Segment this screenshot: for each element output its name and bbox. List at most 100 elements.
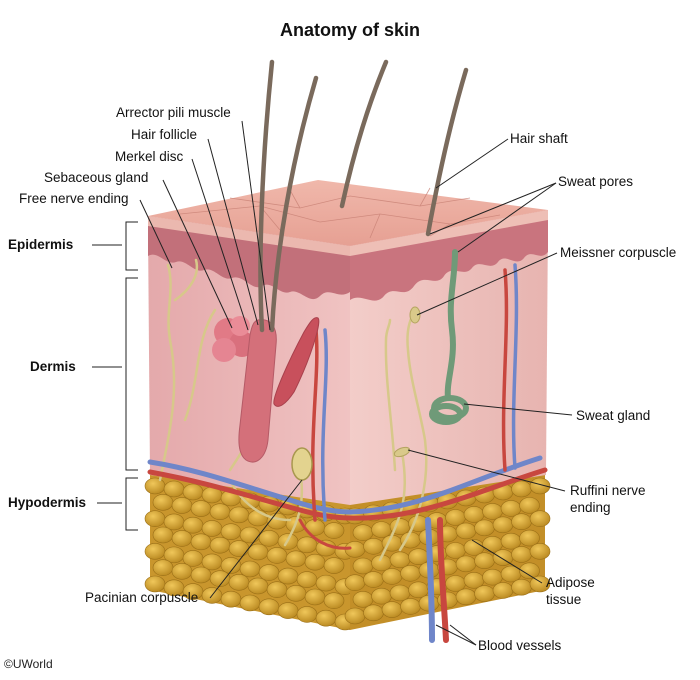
label-blood-vessels: Blood vessels [478,638,562,653]
label-adipose-tissue: tissue [546,592,582,607]
fat-lobule [511,546,532,563]
label-pacinian-corpuscle: Pacinian corpuscle [85,590,199,605]
fat-lobule [323,557,345,574]
label-hair-shaft: Hair shaft [510,131,568,146]
fat-lobule [529,575,551,593]
adipose-layer-side [344,470,551,630]
fat-lobule [400,564,421,582]
fat-lobule [445,509,466,526]
fat-lobule [304,588,326,606]
fat-lobule [144,510,166,527]
fat-lobule [171,563,193,580]
label-hair-follicle: Hair follicle [131,127,198,142]
label-ruffini-nerve: Ruffini nerve [570,483,646,498]
fat-lobule [277,567,299,585]
hair-follicle [238,319,277,463]
fat-lobule [389,551,411,569]
fat-lobule [296,571,318,588]
fat-lobule [277,602,299,619]
fat-lobule [258,564,280,581]
label-sweat-gland: Sweat gland [576,408,651,423]
fat-lobule [228,540,250,557]
fat-lobule [381,568,403,585]
fat-lobule [190,566,212,584]
fat-lobule [315,609,337,627]
fat-lobule [304,553,326,571]
fat-lobule [144,543,166,560]
fat-lobule [220,590,242,608]
label-meissner-corpuscle: Meissner corpuscle [560,245,677,260]
sweat-gland-coil [429,249,469,425]
epidermis-side-band [350,210,548,301]
fat-lobule [474,552,495,570]
fat-lobule [209,570,231,587]
fat-lobule [266,581,288,598]
blood-vessels-network [147,263,548,643]
fat-lobule [266,547,288,564]
label-hypodermis: Hypodermis [8,495,87,510]
fat-lobule [323,522,345,539]
fat-lobule [144,477,166,495]
fat-lobule [152,526,174,544]
fat-lobule [529,543,551,560]
fat-lobule [519,529,540,547]
fat-lobule [363,571,384,588]
fat-lobule [344,607,366,625]
fat-lobule [455,522,477,540]
epidermis-front-band [148,216,350,300]
fat-lobule [363,604,384,622]
label-free-nerve-ending: Free nerve ending [19,191,129,206]
fat-lobule [228,574,250,591]
leader-lines [92,120,573,646]
skin-surface [148,180,548,246]
fat-lobule [163,480,185,498]
fat-lobule [455,588,477,606]
fat-lobule [247,543,269,561]
fat-lobule [228,506,250,524]
fat-lobule [511,480,532,498]
copyright-credit: ©UWorld [4,657,53,671]
fat-lobule [344,574,366,591]
label-sweat-pores: Sweat pores [558,174,634,189]
fat-lobule [519,497,540,514]
fat-lobule [352,557,374,575]
label-arrector-pili: Arrector pili muscle [116,105,231,120]
fat-lobule [285,585,307,602]
fat-lobule [209,536,231,554]
fat-lobule [474,585,495,602]
fat-lobule [152,494,174,511]
fat-lobule [352,591,374,608]
fat-lobule [371,587,392,605]
meissner-corpuscle [409,306,421,324]
fat-lobule [201,520,223,537]
layer-brackets [125,221,138,531]
fat-lobule [474,519,495,537]
label-merkel-disc: Merkel disc [115,149,184,164]
fat-lobule [529,510,551,527]
arrector-pili-muscle [273,317,320,407]
fat-lobule [315,574,337,592]
fat-lobule [239,526,261,544]
fat-lobule [371,521,392,538]
fat-lobule [182,483,204,501]
fat-lobule [171,497,193,514]
ruffini-ending [393,446,411,458]
fat-lobule [381,601,403,618]
fat-lobule [492,582,514,599]
fat-lobule [511,513,532,531]
fat-lobule [239,594,261,612]
fat-lobule [323,592,345,609]
label-epidermis: Epidermis [8,237,74,252]
fat-lobule [455,555,477,573]
fat-lobule [239,560,261,578]
fat-lobule [529,477,551,495]
fat-lobule [258,598,280,616]
label-dermis: Dermis [30,359,76,374]
fat-lobule [408,548,429,566]
hair-shafts [258,59,469,333]
fat-lobule [492,516,514,534]
fat-lobule [152,559,174,576]
fat-lobule [285,550,307,568]
